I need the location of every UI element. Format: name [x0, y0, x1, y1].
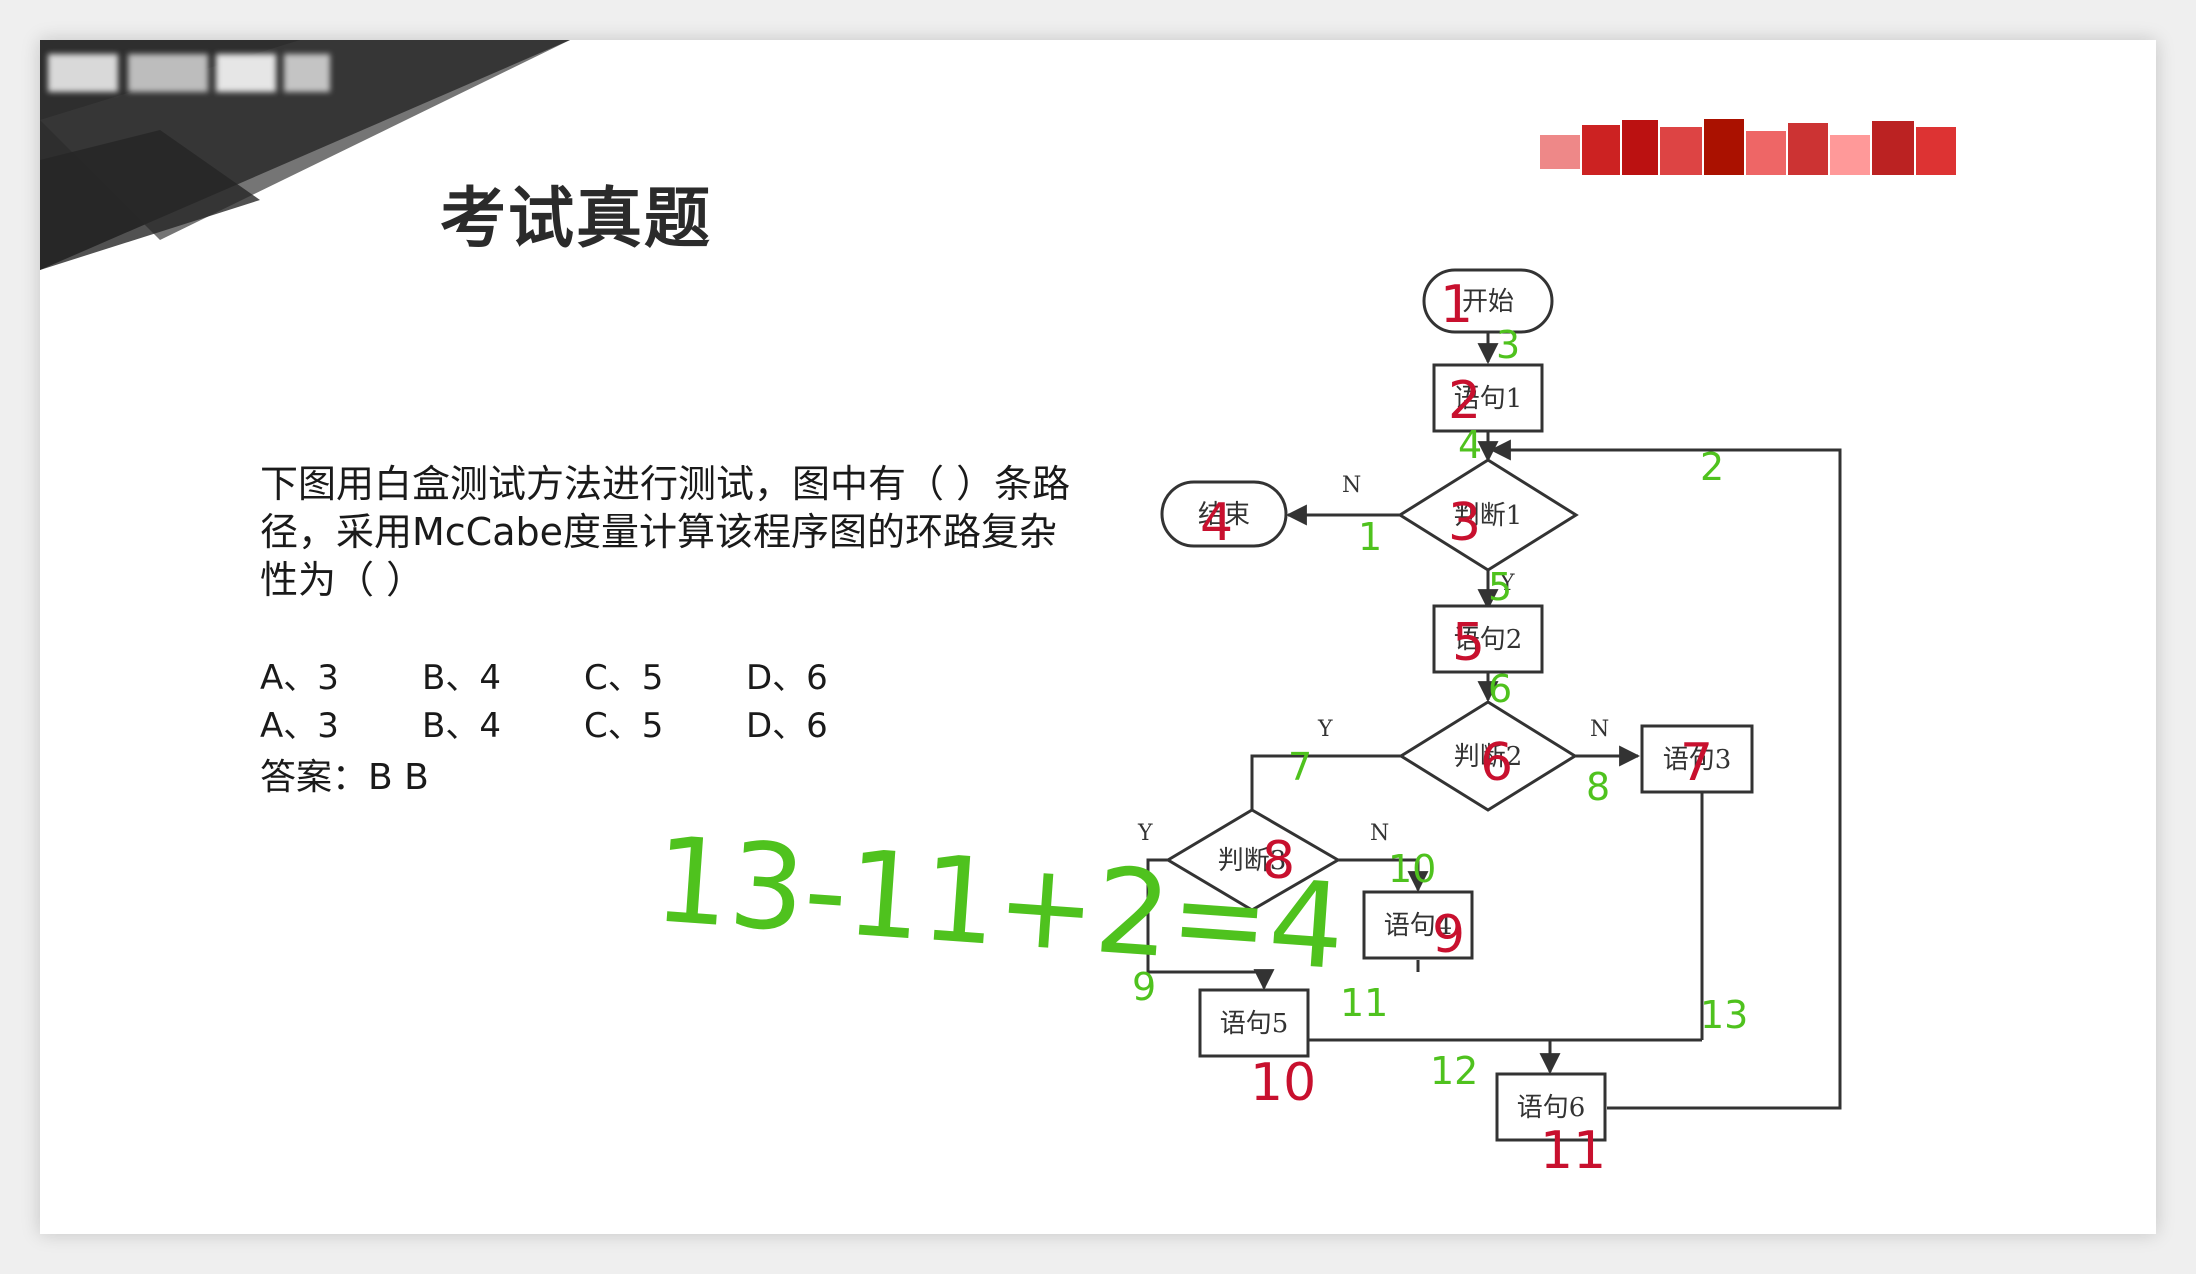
label-j2-no: N [1590, 717, 1609, 742]
node-number: 6 [1480, 733, 1513, 793]
node-decision-3-label: 判断3 [1218, 846, 1287, 876]
edge-number: 11 [1340, 981, 1388, 1025]
node-statement-6-label: 语句6 [1517, 1093, 1586, 1123]
edge-number: 4 [1458, 423, 1482, 467]
presentation-slide: 考试真题 下图用白盒测试方法进行测试，图中有（ ）条路径，采用McCabe度量计… [40, 40, 2156, 1234]
blurred-brand-logo [1540, 115, 1970, 185]
node-number: 11 [1540, 1121, 1606, 1181]
option-d: D、6 [746, 658, 828, 698]
edge-number: 5 [1488, 565, 1512, 609]
node-statement-1-label: 语句1 [1454, 384, 1523, 414]
node-statement-3: 语句3 [1640, 724, 1754, 794]
node-decision-1-label: 判断1 [1454, 501, 1523, 531]
node-number: 8 [1262, 831, 1295, 891]
node-statement-5-label: 语句5 [1220, 1009, 1289, 1039]
edge-number: 1 [1358, 515, 1382, 559]
node-end-label: 结束 [1198, 500, 1250, 530]
node-start: 开始 [1422, 268, 1554, 334]
node-decision-2: 判断2 [1398, 700, 1578, 812]
option-d: D、6 [746, 706, 828, 746]
node-number: 1 [1440, 275, 1473, 335]
options-row-2: A、3 B、4 C、5 D、6 [260, 698, 908, 747]
branch-labels: N Y Y N Y N [1137, 473, 1609, 846]
node-decision-3: 判断3 [1165, 808, 1341, 912]
option-c: C、5 [584, 706, 664, 746]
label-j1-yes: Y [1499, 571, 1515, 596]
edge-number: 9 [1132, 965, 1156, 1009]
slide-title: 考试真题 [440, 180, 712, 257]
node-statement-4: 语句4 [1362, 890, 1474, 960]
node-statement-5: 语句5 [1198, 988, 1310, 1058]
node-number: 3 [1448, 493, 1481, 553]
node-number: 10 [1250, 1053, 1316, 1113]
edge-number: 13 [1700, 993, 1748, 1037]
flowchart-nodes: 开始 语句1 判断1 结束 语句2 [1160, 268, 1754, 1142]
node-statement-6: 语句6 [1495, 1072, 1607, 1142]
node-decision-1: 判断1 [1397, 458, 1579, 572]
option-b: B、4 [422, 658, 501, 698]
option-b: B、4 [422, 706, 501, 746]
label-j2-yes: Y [1317, 717, 1333, 742]
handwritten-edge-numbers: 1 2 3 4 5 6 7 8 9 10 11 12 13 [1132, 323, 1748, 1093]
edge-number: 7 [1288, 745, 1312, 789]
flowchart-edges [1146, 332, 1842, 1110]
edge-number: 12 [1430, 1049, 1478, 1093]
node-statement-2: 语句2 [1432, 604, 1544, 674]
options-row-1: A、3 B、4 C、5 D、6 [260, 650, 908, 699]
node-number: 2 [1448, 371, 1481, 431]
node-statement-1: 语句1 [1432, 363, 1544, 433]
node-number: 4 [1200, 493, 1233, 553]
edge-number: 8 [1586, 765, 1610, 809]
node-statement-4-label: 语句4 [1384, 911, 1453, 941]
option-c: C、5 [584, 658, 664, 698]
edge-number: 10 [1388, 847, 1436, 891]
node-number: 9 [1432, 905, 1465, 965]
option-a: A、3 [260, 706, 339, 746]
node-decision-2-label: 判断2 [1454, 742, 1523, 772]
option-a: A、3 [260, 658, 339, 698]
question-text: 下图用白盒测试方法进行测试，图中有（ ）条路径，采用McCabe度量计算该程序图… [260, 462, 1071, 602]
edge-number: 2 [1700, 445, 1724, 489]
answer-text: 答案：B B [260, 757, 429, 798]
label-j3-no: N [1370, 821, 1389, 846]
node-statement-3-label: 语句3 [1663, 745, 1732, 775]
edge-number: 6 [1488, 667, 1512, 711]
label-j3-yes: Y [1137, 821, 1153, 846]
node-number: 5 [1452, 613, 1485, 673]
node-number: 7 [1680, 733, 1713, 793]
node-statement-2-label: 语句2 [1454, 625, 1523, 655]
handwritten-node-numbers: 1 2 3 4 5 6 7 8 9 10 11 [1200, 275, 1713, 1181]
node-end: 结束 [1160, 480, 1288, 548]
label-j1-no: N [1342, 473, 1361, 498]
flowchart-diagram: 开始 语句1 判断1 结束 语句2 [650, 268, 1842, 1181]
node-start-label: 开始 [1462, 287, 1514, 317]
edge-number: 3 [1496, 323, 1520, 367]
